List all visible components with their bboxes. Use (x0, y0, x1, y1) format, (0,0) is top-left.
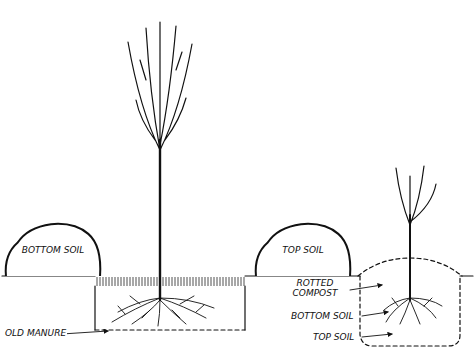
pit-wall (244, 286, 245, 330)
leader-line (362, 334, 392, 337)
pit-wall (94, 286, 95, 330)
leader-line (350, 285, 382, 290)
tree-roots (112, 296, 214, 326)
grass-hatch (95, 277, 245, 286)
mound-label: BOTTOM SOIL (4, 245, 102, 255)
tree-branches (396, 166, 436, 225)
part-label: BOTTOM SOIL (290, 311, 354, 321)
part-label: OLD MANURE (4, 328, 67, 338)
tree-branches (128, 22, 192, 150)
leader-line (62, 331, 108, 334)
soil-mound: TOP SOIL (254, 222, 352, 276)
tree-trunk (159, 140, 161, 300)
tree-trunk (409, 215, 411, 300)
leader-line (362, 312, 388, 316)
part-label: TOP SOIL (312, 332, 355, 342)
part-label: ROTTED COMPOST (282, 278, 348, 298)
tree-roots (384, 298, 442, 324)
mound-label: TOP SOIL (254, 245, 352, 255)
soil-mound: BOTTOM SOIL (4, 222, 102, 276)
pit-bottom (95, 329, 245, 330)
